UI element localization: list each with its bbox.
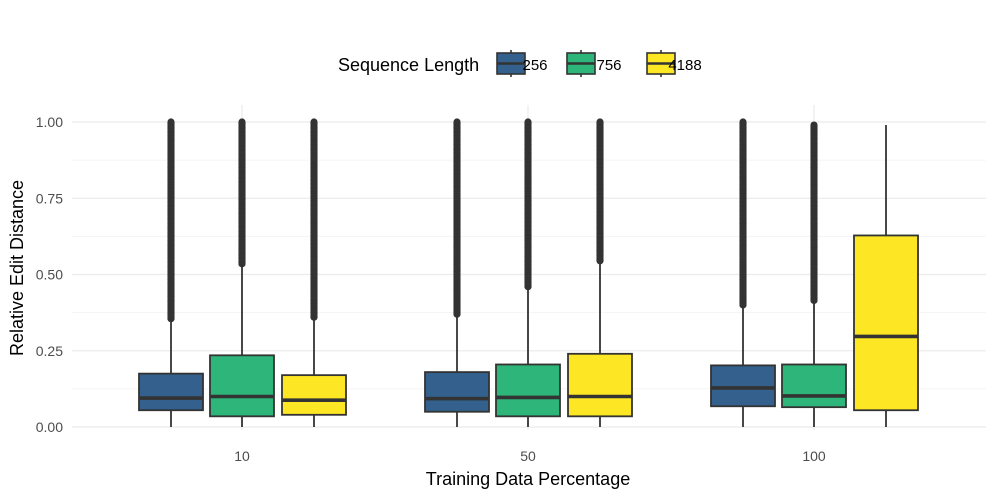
box-756-50 bbox=[495, 118, 561, 427]
boxes-layer bbox=[138, 118, 919, 427]
box-rect bbox=[710, 364, 776, 408]
legend-title: Sequence Length bbox=[338, 55, 479, 75]
legend-item-756: 756 bbox=[566, 50, 622, 77]
legend-item-4188: 4188 bbox=[646, 50, 702, 77]
box-rect bbox=[567, 352, 633, 418]
legend-item-256: 256 bbox=[496, 50, 548, 77]
legend-label: 256 bbox=[522, 57, 547, 74]
box-rect bbox=[853, 234, 919, 412]
box-256-100 bbox=[710, 118, 776, 427]
box-256-10 bbox=[138, 118, 204, 427]
x-tick-label: 50 bbox=[520, 448, 536, 464]
y-axis-title: Relative Edit Distance bbox=[7, 180, 27, 356]
box-rect bbox=[209, 354, 275, 418]
box-rect bbox=[281, 374, 347, 416]
box-rect bbox=[495, 363, 561, 418]
outlier-point bbox=[167, 118, 175, 126]
x-tick-label: 10 bbox=[234, 448, 250, 464]
outlier-point bbox=[453, 118, 461, 126]
y-tick-label: 0.25 bbox=[36, 343, 63, 359]
outlier-point bbox=[739, 118, 747, 126]
box-rect bbox=[138, 372, 204, 412]
outlier-point bbox=[596, 118, 604, 126]
x-axis: 10 50 100 bbox=[234, 448, 826, 464]
box-4188-10 bbox=[281, 118, 347, 427]
legend-label: 4188 bbox=[668, 57, 701, 74]
box-756-100 bbox=[781, 121, 847, 427]
y-tick-label: 0.75 bbox=[36, 190, 63, 206]
box-4188-100 bbox=[853, 125, 919, 427]
box-756-10 bbox=[209, 118, 275, 427]
y-tick-label: 0.00 bbox=[36, 419, 63, 435]
legend: Sequence Length 256 756 4188 bbox=[338, 50, 702, 77]
legend-label: 756 bbox=[596, 57, 621, 74]
box-rect bbox=[424, 371, 490, 413]
y-axis: 0.00 0.25 0.50 0.75 1.00 bbox=[36, 114, 63, 435]
y-tick-label: 1.00 bbox=[36, 114, 63, 130]
y-tick-label: 0.50 bbox=[36, 267, 63, 283]
outlier-point bbox=[238, 118, 246, 126]
x-axis-title: Training Data Percentage bbox=[426, 469, 630, 489]
box-256-50 bbox=[424, 118, 490, 427]
outlier-point bbox=[310, 118, 318, 126]
x-tick-label: 100 bbox=[802, 448, 826, 464]
box-4188-50 bbox=[567, 118, 633, 427]
outlier-point bbox=[810, 121, 818, 129]
box-rect bbox=[781, 363, 847, 409]
outlier-point bbox=[524, 118, 532, 126]
